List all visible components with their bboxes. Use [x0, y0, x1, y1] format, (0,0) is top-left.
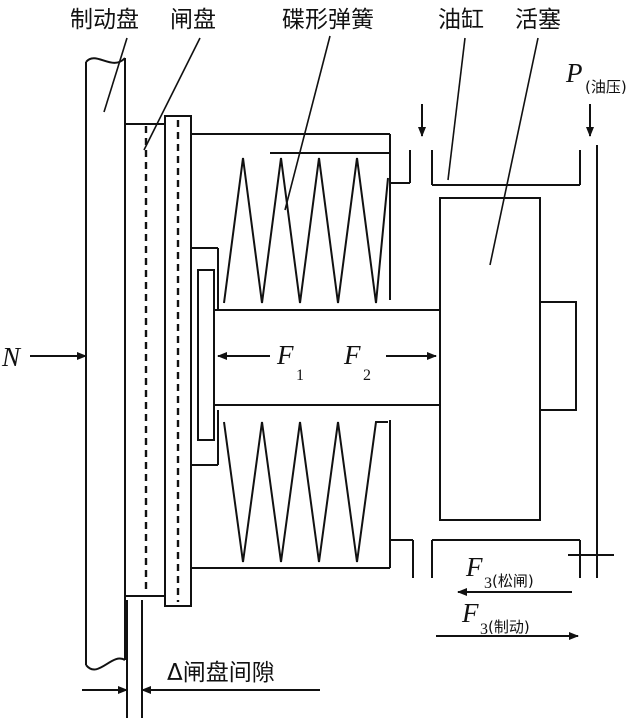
force-f3-brake-subscript: 3	[480, 621, 488, 638]
oil-cylinder	[431, 145, 614, 578]
gap-label: Δ闸盘间隙	[167, 660, 275, 686]
leader-lines	[103, 35, 539, 266]
force-f2-subscript: 2	[363, 367, 371, 384]
disc-spring-upper	[223, 152, 390, 304]
force-arrows	[30, 352, 579, 640]
disc-spring-lower	[223, 421, 390, 569]
force-f1-label: F	[276, 340, 294, 370]
force-f3-brake-note: (制动)	[488, 618, 530, 636]
gap-dimension	[82, 600, 320, 718]
gate-disc-label: 闸盘	[170, 7, 216, 33]
force-f3-release-note: (松闸)	[492, 572, 534, 590]
piston	[439, 197, 577, 521]
gate-disc	[124, 115, 192, 607]
force-f3-release-label: F	[465, 552, 483, 582]
piston-label: 活塞	[515, 7, 561, 33]
disc-spring-label: 碟形弹簧	[282, 7, 374, 33]
oil-inlet-arrows	[418, 104, 594, 137]
oil-pressure-p-label: P	[565, 58, 583, 88]
piston-rod	[197, 269, 440, 441]
force-n-label: N	[1, 342, 22, 372]
brake-disc-label: 制动盘	[70, 7, 139, 33]
brake-disc	[85, 57, 126, 671]
force-f2-label: F	[343, 340, 361, 370]
force-f3-brake-label: F	[461, 598, 479, 628]
force-f3-release-subscript: 3	[484, 575, 492, 592]
force-f1-subscript: 1	[296, 367, 304, 384]
oil-cylinder-label: 油缸	[438, 7, 484, 33]
oil-pressure-note: (油压)	[585, 78, 627, 96]
